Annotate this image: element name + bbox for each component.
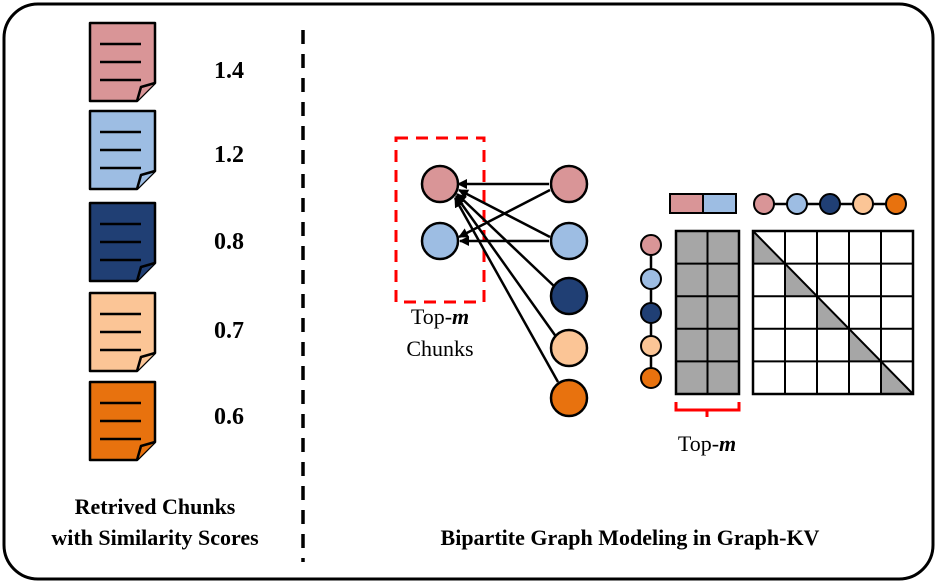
document-icon-2: [88, 109, 157, 191]
key-node-5: [885, 193, 907, 215]
key-node-3: [819, 193, 841, 215]
edge-1-to-2: [458, 188, 551, 239]
query-node-5: [640, 367, 662, 389]
key-node-1: [753, 193, 775, 215]
document-icon-3: [88, 201, 157, 283]
edge-4-to-1: [454, 195, 559, 339]
score-chunk-5: 0.6: [214, 404, 244, 430]
left-caption-line2: with Similarity Scores: [51, 525, 259, 550]
bipartite-edges: [453, 179, 560, 383]
similarity-score-list: 1.4 1.2 0.8 0.7 0.6: [214, 58, 244, 430]
score-chunk-4: 0.7: [214, 318, 244, 344]
topm-node-2: [420, 221, 460, 261]
attention-grid-diagonal: [752, 230, 914, 395]
chunk-node-5: [549, 378, 589, 418]
attention-grid-border: [751, 229, 915, 396]
key-node-4: [852, 193, 874, 215]
chunk-node-3: [549, 276, 589, 316]
edge-5-to-1: [453, 197, 560, 383]
topm-attention-grid: [674, 229, 741, 396]
query-node-1: [640, 234, 662, 256]
retrieved-chunk-list: [88, 21, 157, 462]
document-fold: [135, 261, 156, 282]
query-node-4: [640, 335, 662, 357]
topm-color-bar-1: [669, 193, 704, 214]
key-node-2: [786, 193, 808, 215]
block-attention-grid: [751, 229, 915, 396]
query-node-2: [640, 268, 662, 290]
chunk-node-1: [549, 164, 589, 204]
score-chunk-3: 0.8: [214, 229, 244, 255]
topm-bottom-label: Top-m: [678, 431, 736, 456]
topm-chunks-label-line1: Top-m: [411, 304, 469, 329]
left-caption-line1: Retrived Chunks: [75, 494, 236, 519]
topm-chunks-label-line2: Chunks: [406, 336, 473, 361]
topm-node-1: [420, 164, 460, 204]
document-icon-5: [88, 380, 157, 462]
document-fold: [135, 440, 156, 461]
document-fold: [135, 81, 156, 102]
key-node-chain: [753, 193, 907, 215]
query-node-3: [640, 302, 662, 324]
topm-bracket: [674, 402, 741, 417]
chunk-node-4: [549, 328, 589, 368]
score-chunk-1: 1.4: [214, 58, 244, 84]
document-icon-1: [88, 21, 157, 103]
score-chunk-2: 1.2: [214, 142, 244, 168]
query-node-chain: [640, 234, 662, 389]
document-fold: [135, 169, 156, 190]
topm-color-bar-2: [702, 193, 737, 214]
right-caption: Bipartite Graph Modeling in Graph-KV: [441, 525, 820, 550]
document-icon-4: [88, 291, 157, 373]
document-fold: [135, 351, 156, 372]
chunk-node-2: [549, 221, 589, 261]
